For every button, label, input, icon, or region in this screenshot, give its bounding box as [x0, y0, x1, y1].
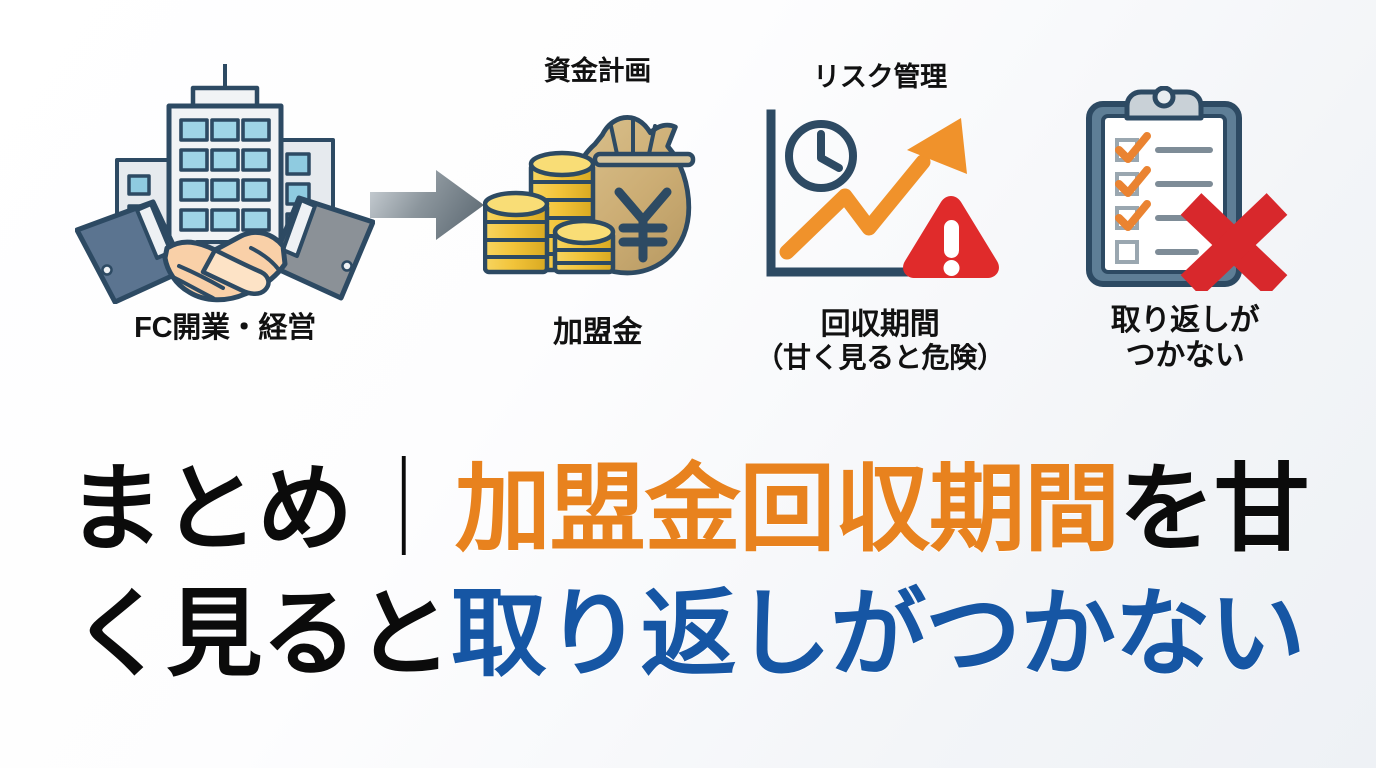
- icon-block-irreversible: 取り返しが つかない: [1040, 85, 1330, 374]
- headline-blue-phrase: 取り返しがつかない: [450, 580, 1306, 688]
- headline-line-1: まとめ｜加盟金回収期間を甘: [0, 448, 1376, 573]
- icon-caption-irreversible-line1: 取り返しが: [1110, 304, 1260, 337]
- icon-block-arrow: [352, 160, 502, 255]
- icon-block-risk: リスク管理 回収期間 （甘: [735, 62, 1025, 373]
- headline-orange-phrase: 加盟金回収期間: [454, 456, 1120, 563]
- icon-caption-irreversible: 取り返しが つかない: [1040, 303, 1330, 374]
- headline-suffix-black: を甘: [1118, 456, 1310, 563]
- headline-line2-prefix-black: く見ると: [71, 580, 452, 688]
- icon-caption-funding-plan: 資金計画: [544, 56, 651, 86]
- icon-caption-irreversible-line2: つかない: [1125, 339, 1245, 373]
- icon-caption-risk-management: リスク管理: [813, 62, 947, 92]
- icon-caption-payback-period: 回収期間 （甘く見ると危険）: [735, 308, 1025, 373]
- icon-block-fc-business: FC開業・経営: [60, 52, 390, 344]
- headline-prefix-black: まとめ: [67, 456, 353, 563]
- handshake-building-icon: [74, 52, 376, 305]
- headline-separator: ｜: [377, 456, 430, 563]
- clipboard-cross-icon: [1075, 85, 1295, 297]
- headline-line-2: く見ると取り返しがつかない: [0, 573, 1376, 698]
- icon-caption-franchise-fee: 加盟金: [552, 316, 643, 350]
- icon-caption-fc-business: FC開業・経営: [134, 312, 316, 344]
- headline: まとめ｜加盟金回収期間を甘 く見ると取り返しがつかない: [0, 448, 1376, 698]
- money-bag-coins-icon: [482, 100, 713, 300]
- risk-chart-warning-icon: [755, 106, 1005, 296]
- icon-block-funding: 資金計画: [465, 56, 730, 350]
- icon-caption-payback-line2: （甘く見ると危険）: [755, 341, 1005, 373]
- arrow-right-icon: [352, 160, 502, 255]
- icon-caption-payback-line1: 回収期間: [820, 308, 940, 342]
- icon-strip: FC開業・経営 資金計画: [60, 52, 1330, 374]
